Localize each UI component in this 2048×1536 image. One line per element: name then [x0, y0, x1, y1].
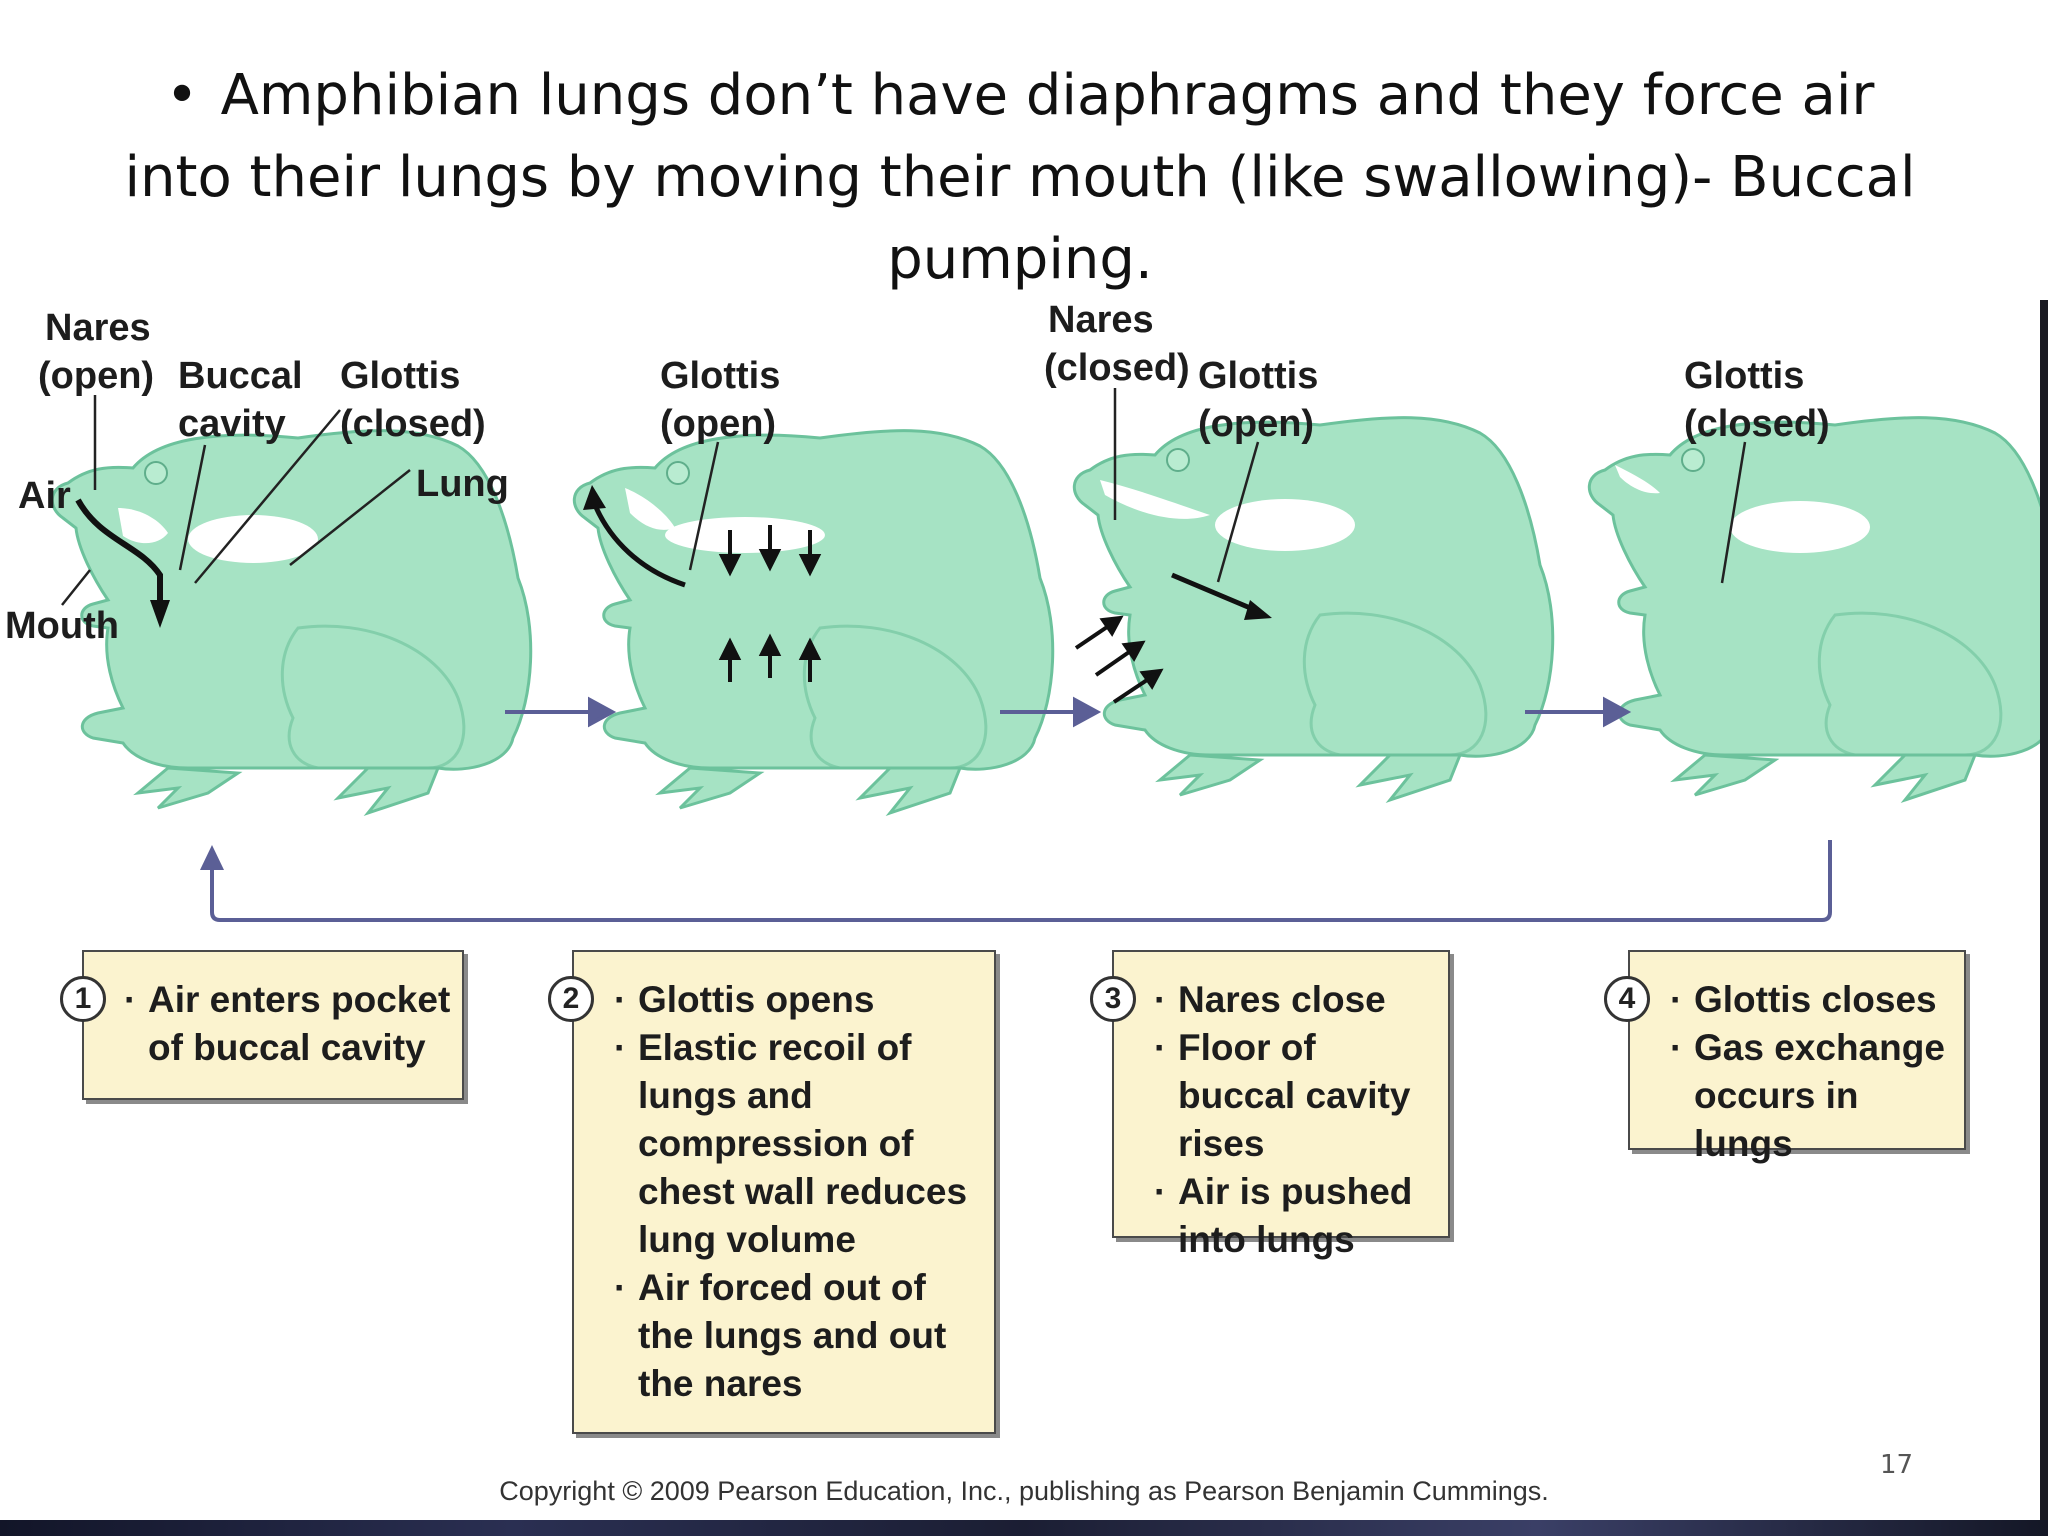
page-number: 17	[1880, 1450, 1914, 1480]
step-number-3: 3	[1090, 976, 1136, 1022]
label-nares-closed-1: Nares	[1048, 300, 1154, 341]
step-number-1: 1	[60, 976, 106, 1022]
step-number-4: 4	[1604, 976, 1650, 1022]
step-4-points: Glottis closes Gas exchange occurs in lu…	[1670, 976, 1960, 1168]
eye-icon	[666, 461, 690, 485]
label-air: Air	[18, 475, 71, 517]
frog-stage-2	[572, 429, 1055, 815]
eye-icon	[144, 461, 168, 485]
floor-rise-arrows	[1074, 615, 1164, 704]
label-glottis-closed4-1: Glottis	[1684, 355, 1804, 397]
step-box-4: Glottis closes Gas exchange occurs in lu…	[1628, 950, 1966, 1164]
step-3-point-2: Floor of buccal cavity rises	[1154, 1024, 1442, 1168]
figure-edge	[2040, 300, 2048, 1520]
label-glottis-open-2: (open)	[660, 403, 776, 445]
step-4-point-2: Gas exchange occurs in lungs	[1670, 1024, 1960, 1168]
step-number-2: 2	[548, 976, 594, 1022]
label-glottis-open3-2: (open)	[1198, 403, 1314, 445]
label-glottis-closed-2: (closed)	[340, 403, 486, 445]
label-nares-closed-2: (closed)	[1044, 347, 1190, 389]
bottom-strip	[0, 1520, 2048, 1536]
step-2-points: Glottis opens Elastic recoil of lungs an…	[614, 976, 984, 1408]
step-3-points: Nares close Floor of buccal cavity rises…	[1154, 976, 1442, 1264]
step-4-point-1: Glottis closes	[1670, 976, 1960, 1024]
label-buccal-1: Buccal	[178, 355, 303, 397]
pointer-line-4	[1720, 441, 1747, 584]
title-text: Amphibian lungs don’t have diaphragms an…	[124, 63, 1916, 292]
lung-cavity	[1215, 499, 1355, 551]
arrowhead-icon	[1244, 600, 1272, 620]
pointer-lines-3	[1113, 388, 1260, 583]
frog-stage-3	[1072, 416, 1555, 802]
air-push-arrow	[1171, 572, 1256, 613]
eye-icon	[1681, 448, 1705, 472]
arrowhead-icon	[150, 600, 170, 628]
label-glottis-open-1: Glottis	[660, 355, 780, 397]
air-in-arrow	[75, 498, 163, 610]
label-glottis-open3-1: Glottis	[1198, 355, 1318, 397]
pointer-lines-1	[61, 395, 411, 606]
lung-cavity	[665, 517, 825, 553]
flow-arrows	[505, 696, 1632, 728]
arrowhead-icon	[1603, 696, 1632, 728]
eye-icon	[1166, 448, 1190, 472]
label-nares-2: (open)	[38, 355, 154, 397]
buccal-cavity	[1100, 480, 1210, 519]
arrowhead-icon	[583, 485, 606, 510]
arrowhead-icon	[588, 696, 617, 728]
label-glottis-closed4-2: (closed)	[1684, 403, 1830, 445]
arrowhead-icon	[1073, 696, 1102, 728]
pointer-line-2	[688, 441, 720, 571]
step-2-point-2: Elastic recoil of lungs and compression …	[614, 1024, 984, 1264]
slide-title: •Amphibian lungs don’t have diaphragms a…	[120, 55, 1920, 301]
lung-cavity	[188, 515, 318, 563]
compression-arrows	[718, 525, 822, 682]
label-glottis-closed-1: Glottis	[340, 355, 460, 397]
step-box-3: Nares close Floor of buccal cavity rises…	[1112, 950, 1450, 1260]
cycle-return-line	[210, 840, 1832, 922]
step-2-point-3: Air forced out of the lungs and out the …	[614, 1264, 984, 1408]
buccal-cavity	[118, 508, 168, 544]
step-box-2: Glottis opens Elastic recoil of lungs an…	[572, 950, 996, 1434]
air-out-arrow	[592, 504, 686, 588]
label-nares-1: Nares	[45, 307, 151, 349]
buccal-cavity	[1615, 465, 1660, 494]
buccal-cavity	[625, 488, 675, 530]
step-3-point-1: Nares close	[1154, 976, 1442, 1024]
label-mouth: Mouth	[5, 605, 119, 647]
lung-cavity	[1730, 501, 1870, 553]
step-2-point-1: Glottis opens	[614, 976, 984, 1024]
label-lung: Lung	[416, 463, 509, 505]
step-box-1: Air enters pocket of buccal cavity	[82, 950, 464, 1100]
arrowhead-icon	[200, 845, 224, 870]
frog-stage-4	[1587, 416, 2040, 802]
step-1-points: Air enters pocket of buccal cavity	[124, 976, 454, 1072]
step-3-point-3: Air is pushed into lungs	[1154, 1168, 1442, 1264]
label-buccal-2: cavity	[178, 403, 286, 445]
copyright-notice: Copyright © 2009 Pearson Education, Inc.…	[499, 1476, 1549, 1506]
buccal-pumping-diagram: Nares (open) Buccal cavity Glottis (clos…	[5, 300, 2040, 922]
step-1-point-1: Air enters pocket of buccal cavity	[124, 976, 454, 1072]
bullet: •	[165, 63, 199, 128]
